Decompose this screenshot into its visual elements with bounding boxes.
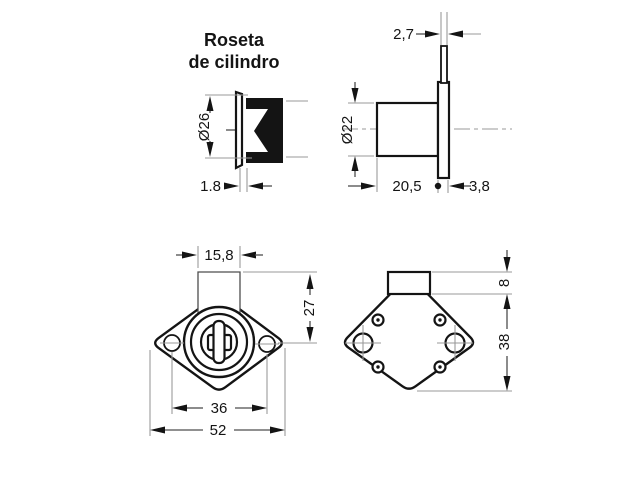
dim-rosette-diameter: Ø26 (196, 94, 252, 159)
dim-label-cylinder-diameter: Ø22 (339, 116, 356, 144)
lock-rear-view: 8 38 (343, 250, 513, 392)
rear-latch-housing (386, 270, 432, 296)
rosette-plate-profile (234, 90, 244, 170)
dim-housing-height: 27 (243, 271, 318, 344)
dim-label-latch-height: 8 (496, 279, 513, 287)
dim-label-cylinder-length: 20,5 (392, 178, 421, 195)
dim-label-plate-height: 38 (496, 334, 513, 351)
dim-label-housing-width: 15,8 (204, 247, 233, 264)
dim-hole-spacing: 36 (171, 352, 268, 417)
front-housing-body (197, 271, 241, 316)
dim-label-flange-thickness: 3,8 (469, 178, 490, 195)
dim-label-spindle-width: 2,7 (393, 26, 414, 43)
dim-overall-width: 52 (149, 348, 286, 439)
dim-label-rosette-diameter: Ø26 (196, 113, 213, 141)
title-line1: Roseta (204, 30, 265, 50)
spindle-tab (440, 45, 448, 84)
dim-chain-dot (434, 182, 442, 190)
dim-cylinder-diameter: Ø22 (339, 82, 374, 177)
cylinder-side-view: 2,7 Ø22 20,5 3,8 (339, 12, 512, 195)
cylinder-body (375, 101, 440, 158)
rosette-profile-view: Ø26 1.8 (196, 90, 308, 195)
dim-label-rosette-thickness: 1.8 (200, 178, 221, 195)
lock-front-view: 15,8 27 36 52 (149, 246, 318, 439)
keyway-slot (212, 319, 226, 365)
rosette-clip-profile (246, 98, 283, 163)
dim-label-overall-width: 52 (210, 422, 227, 439)
dim-latch-and-plate-height: 8 38 (417, 250, 513, 392)
dim-spindle-width: 2,7 (393, 12, 481, 45)
dim-cylinder-length: 20,5 3,8 (348, 158, 490, 195)
dim-label-housing-height: 27 (301, 300, 318, 317)
dim-label-hole-spacing: 36 (211, 400, 228, 417)
drawing-title: Roseta de cilindro (188, 30, 279, 72)
dim-rosette-thickness: 1.8 (200, 168, 272, 195)
mounting-flange (436, 80, 451, 180)
rivet-group (371, 313, 447, 374)
title-line2: de cilindro (188, 52, 279, 72)
dim-housing-width: 15,8 (176, 246, 263, 268)
